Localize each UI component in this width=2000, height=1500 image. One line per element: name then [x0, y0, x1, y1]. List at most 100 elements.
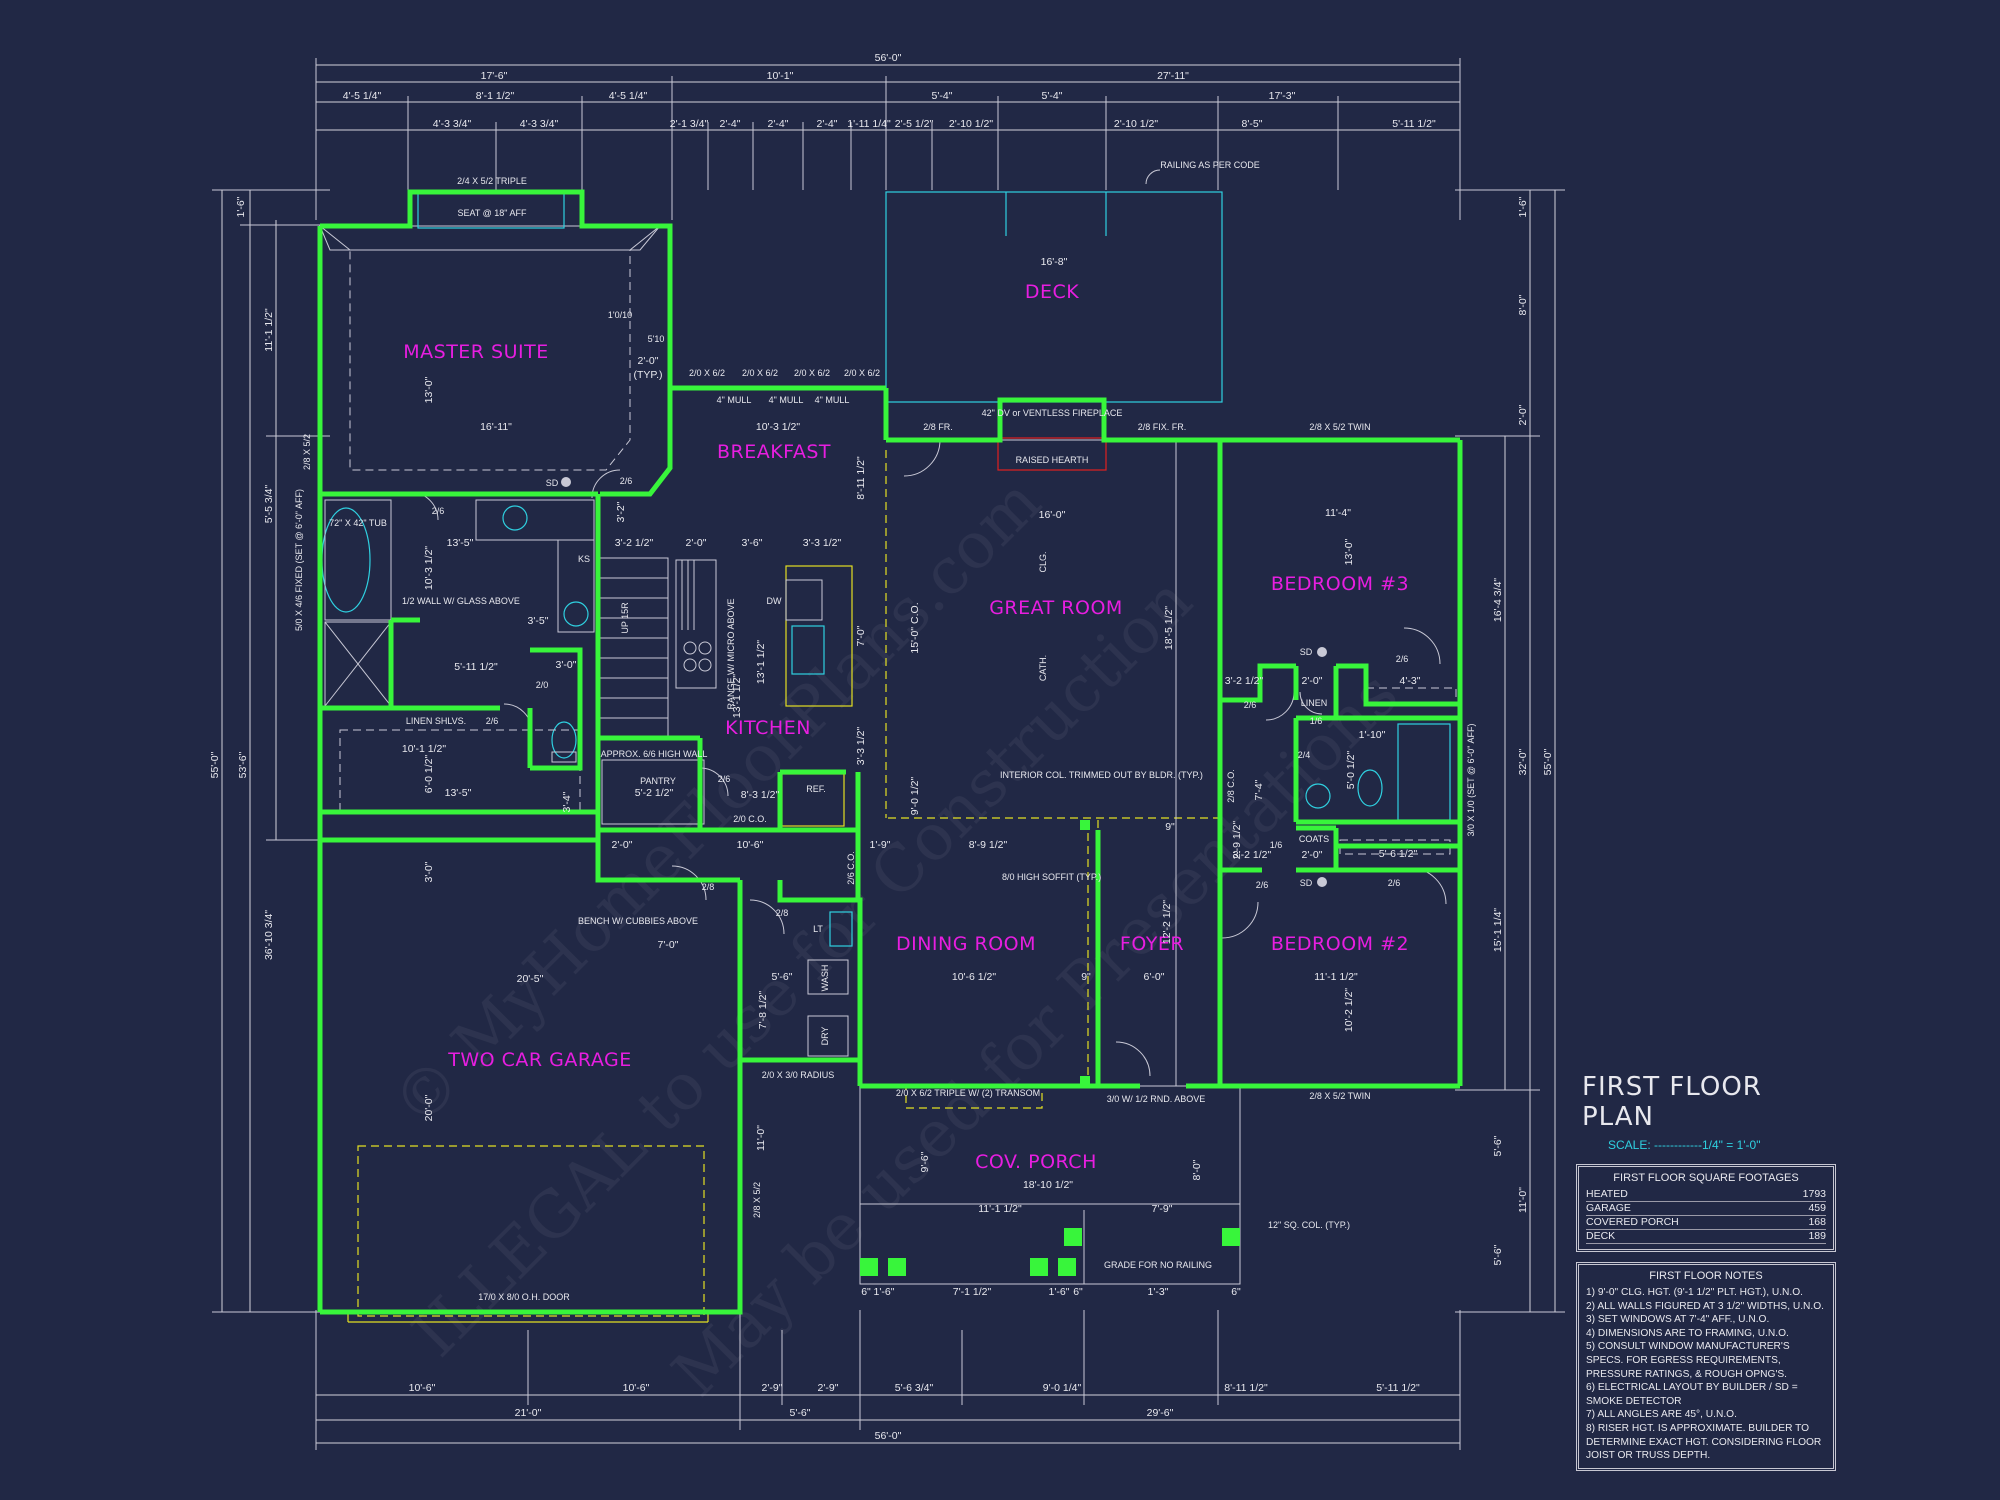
top-dim: 2'-4"	[817, 118, 838, 130]
walls	[317, 189, 1463, 1315]
dim-closet: 13'-5"	[445, 787, 472, 799]
dim-misc: 3'-0"	[556, 659, 577, 671]
note-door: 2/6	[620, 476, 633, 486]
note-half-wall: 1/2 WALL W/ GLASS ABOVE	[402, 596, 520, 606]
room-label-bedroom-3: BEDROOM #3	[1271, 573, 1409, 595]
note-soffit: 8/0 HIGH SOFFIT (TYP.)	[1002, 872, 1101, 882]
dim-kitchen-height: 13'-1 1/2"	[755, 640, 767, 685]
top-dim: 2'-10 1/2"	[1114, 118, 1159, 130]
floor-notes-title: FIRST FLOOR NOTES	[1649, 1270, 1763, 1282]
sqft-row: GARAGE 459	[1586, 1202, 1826, 1216]
dim-porch: 7'-9"	[1152, 1203, 1173, 1215]
dim-bath: 10'-3 1/2"	[423, 546, 435, 591]
note-fireplace: 42" DV or VENTLESS FIREPLACE	[982, 408, 1123, 418]
dim-bed-closet: 2'-0"	[1302, 675, 1323, 687]
dim-bed3-height: 13'-0"	[1343, 538, 1355, 565]
dim-misc: 1'-9"	[870, 839, 891, 851]
note-bench: BENCH W/ CUBBIES ABOVE	[578, 916, 698, 926]
room-label-two-car-garage: TWO CAR GARAGE	[447, 1049, 631, 1071]
plan-notes: RAILING AS PER CODE 42" DV or VENTLESS F…	[294, 160, 1476, 1302]
dim-kitchen: 8'-3 1/2"	[741, 789, 780, 801]
porch-dim: 6"	[1231, 1286, 1241, 1298]
note-cath: CATH.	[1038, 655, 1048, 681]
plan-scale: SCALE: ------------1/4" = 1'-0"	[1608, 1138, 1761, 1152]
room-label-master-suite: MASTER SUITE	[403, 341, 549, 363]
note-garage-window: 2/8 X 5/2	[752, 1182, 762, 1218]
porch-dim: 7'-1 1/2"	[953, 1286, 992, 1298]
bottom-dim: 5'-6"	[790, 1407, 811, 1419]
note-dw: DW	[767, 596, 782, 606]
dim-kitchen: 3'-3 1/2"	[855, 727, 867, 766]
dim-typ: 2'-0"	[638, 355, 659, 367]
dim-bed-closet: 5'-6 1/2"	[1379, 848, 1418, 860]
dim-porch-width: 18'-10 1/2"	[1023, 1179, 1073, 1191]
bottom-overall-dim: 56'-0"	[875, 1430, 902, 1442]
floor-notes-box: FIRST FLOOR NOTES 1) 9'-0" CLG. HGT. (9'…	[1576, 1262, 1836, 1471]
note-fr: 2/8 FR.	[923, 422, 953, 432]
bottom-dim: 2'-9"	[818, 1382, 839, 1394]
note-door: 2/6	[1244, 700, 1257, 710]
bottom-dimensions: 10'-6" 10'-6" 2'-9" 2'-9" 5'-6 3/4" 9'-0…	[409, 1286, 1420, 1442]
top-dim: 17'-6"	[481, 70, 508, 82]
dim-mud: 5'-6"	[772, 971, 793, 983]
note-bed-window: 3/0 X 1/0 (SET @ 6'-0" AFF)	[1466, 724, 1476, 837]
right-dimensions: 1'-6" 8'-0" 2'-0" 16'-4 3/4" 32'-0" 55'-…	[1492, 196, 1554, 1265]
bottom-dim: 10'-6"	[623, 1382, 650, 1394]
porch-dim: 6"	[1073, 1286, 1083, 1298]
note-co: 2/8 C.O.	[1226, 769, 1236, 803]
dim-dining-width: 10'-6 1/2"	[952, 971, 997, 983]
dim-bed2-width: 11'-1 1/2"	[1314, 971, 1358, 983]
left-dim: 1'-6"	[235, 196, 247, 217]
floor-note: 2) ALL WALLS FIGURED AT 3 1/2" WIDTHS, U…	[1586, 1300, 1824, 1312]
sqft-value: 459	[1808, 1202, 1826, 1214]
dim-mud: 7'-8 1/2"	[757, 991, 769, 1030]
dim-bed2-height: 10'-2 1/2"	[1343, 988, 1355, 1033]
right-dim: 8'-0"	[1517, 294, 1529, 315]
bottom-dim: 5'-11 1/2"	[1376, 1382, 1420, 1394]
note-door: 2/6	[718, 774, 731, 784]
dim-bed-closet: 2'-9 1/2"	[1231, 821, 1243, 860]
dim-misc: 8'-9 1/2"	[969, 839, 1008, 851]
note-1010: 1'0/10	[608, 310, 632, 320]
note-mull: 4" MULL	[815, 395, 850, 405]
note-pantry: PANTRY	[640, 776, 676, 786]
note-door: 2/6	[1396, 654, 1409, 664]
dim-garage: 3'-0"	[423, 861, 435, 882]
top-dim: 17'-3"	[1269, 90, 1296, 102]
sqft-label: COVERED PORCH	[1586, 1216, 1679, 1228]
room-label-cov-porch: COV. PORCH	[975, 1151, 1097, 1173]
room-label-dining-room: DINING ROOM	[896, 933, 1036, 955]
top-dim: 4'-5 1/4"	[609, 90, 648, 102]
dim-kitchen: 2'-0"	[686, 537, 707, 549]
note-side-window: 2/8 X 5/2	[302, 434, 312, 470]
top-dim: 2'-1 3/4"	[670, 118, 709, 130]
left-dim: 55'-0"	[209, 751, 221, 778]
note-up: UP 15R	[620, 602, 630, 634]
dim-bed3-width: 11'-4"	[1325, 507, 1351, 519]
note-window: 2/0 X 6/2	[794, 368, 830, 378]
left-dim: 53'-6"	[237, 751, 249, 778]
note-mull: 4" MULL	[717, 395, 752, 405]
dim-misc: 3'-5"	[528, 615, 549, 627]
sqft-label: DECK	[1586, 1230, 1616, 1242]
sqft-label: HEATED	[1586, 1188, 1628, 1200]
square-footage-title: FIRST FLOOR SQUARE FOOTAGES	[1613, 1172, 1799, 1184]
dim-master-width: 16'-11"	[480, 421, 512, 433]
note-railing: RAILING AS PER CODE	[1160, 160, 1260, 170]
top-dim: 5'-11 1/2"	[1392, 118, 1436, 130]
dim-typ-label: (TYP.)	[634, 369, 663, 381]
note-door: 2/6	[1388, 878, 1401, 888]
right-dim: 5'-6"	[1492, 1244, 1504, 1265]
sqft-value: 168	[1808, 1216, 1826, 1228]
dim-breakfast-height: 8'-11 1/2"	[855, 456, 867, 500]
top-dim: 5'-4"	[1042, 90, 1063, 102]
note-co: 2/0 C.O.	[733, 814, 767, 824]
note-radius: 2/0 X 3/0 RADIUS	[762, 1070, 835, 1080]
note-dry: DRY	[820, 1027, 830, 1046]
top-dim: 10'-1"	[767, 70, 794, 82]
top-dim: 2'-10 1/2"	[949, 118, 994, 130]
bottom-dim: 10'-6"	[409, 1382, 436, 1394]
note-window: 2/0 X 6/2	[689, 368, 725, 378]
dim-kitchen: 3'-6"	[742, 537, 763, 549]
